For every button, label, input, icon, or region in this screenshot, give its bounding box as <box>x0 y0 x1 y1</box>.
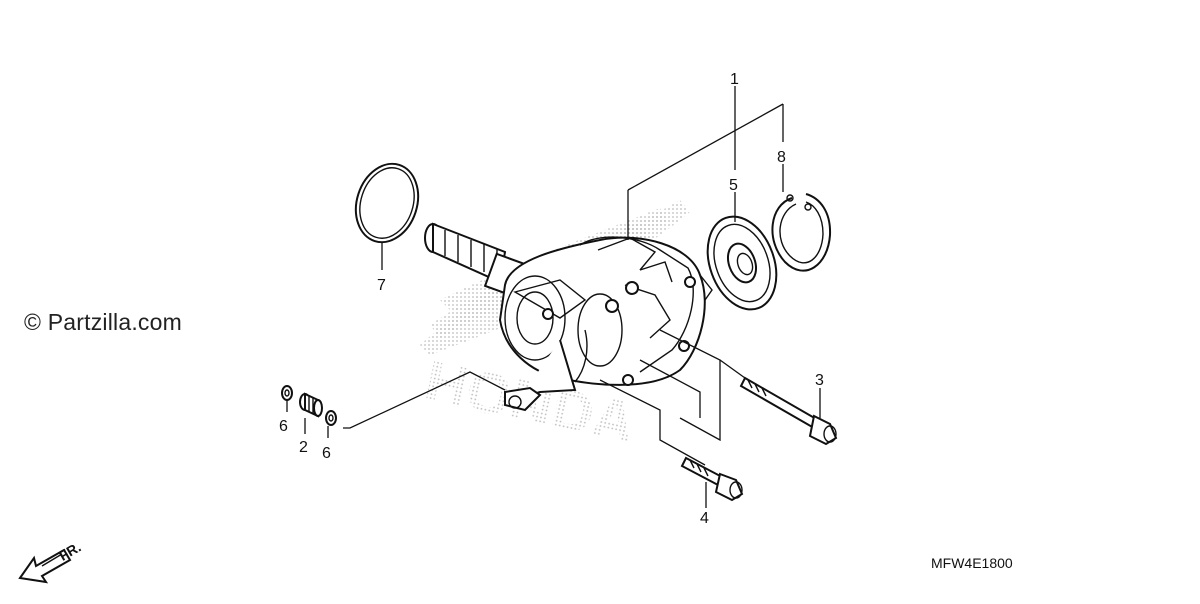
washer-part-right <box>325 410 337 426</box>
callout-1: 1 <box>730 71 739 88</box>
short-bolt-part <box>680 456 744 502</box>
bearing-part <box>706 215 778 311</box>
leader-dowel-to-housing <box>343 371 506 429</box>
callout-7: 7 <box>377 277 386 294</box>
o-ring-part <box>354 162 420 244</box>
callout-3: 3 <box>815 372 824 389</box>
dowel-pin-part <box>299 392 323 418</box>
final-gear-housing <box>498 236 713 412</box>
callout-6-right: 6 <box>322 445 331 462</box>
callout-2: 2 <box>299 439 308 456</box>
callout-6-left: 6 <box>279 418 288 435</box>
circlip-part <box>771 193 832 272</box>
callout-5: 5 <box>729 177 738 194</box>
long-bolt-part <box>739 376 838 446</box>
front-direction-arrow-icon: FR. <box>18 539 84 584</box>
bolt-alignment-lines <box>599 329 746 466</box>
diagram-code: MFW4E1800 <box>931 555 1013 571</box>
washer-part-left <box>281 385 293 401</box>
callout-4: 4 <box>700 510 709 527</box>
copyright-notice: © Partzilla.com <box>24 309 182 335</box>
leaders-upper <box>627 86 784 240</box>
callout-8: 8 <box>777 149 786 166</box>
